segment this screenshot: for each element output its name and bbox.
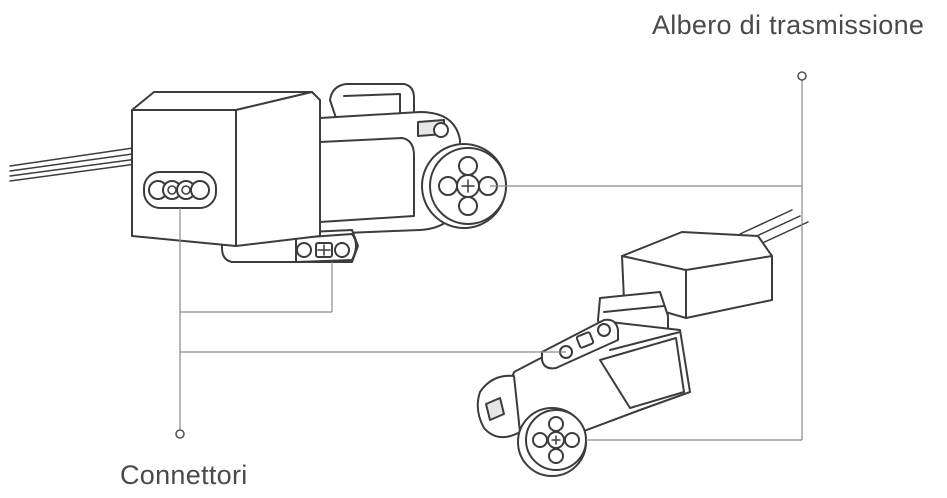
- drive-shaft-leader-dot: [797, 71, 807, 81]
- motor-top: [9, 83, 507, 263]
- connectors-leader-dot: [175, 429, 185, 439]
- motor-bottom-drive-hub: [517, 407, 587, 477]
- connectors-label: Connettori: [120, 460, 248, 490]
- drive-shaft-label: Albero di trasmissione: [652, 10, 925, 40]
- connectors-leader: [175, 208, 566, 439]
- motor-bottom-connector: [541, 318, 619, 370]
- motor-top-side-connector: [143, 171, 217, 209]
- drive-shaft-leader: [490, 71, 807, 441]
- motor-bottom: [476, 209, 809, 477]
- motor-top-connector: [221, 229, 359, 263]
- motor-top-drive-hub: [421, 143, 507, 229]
